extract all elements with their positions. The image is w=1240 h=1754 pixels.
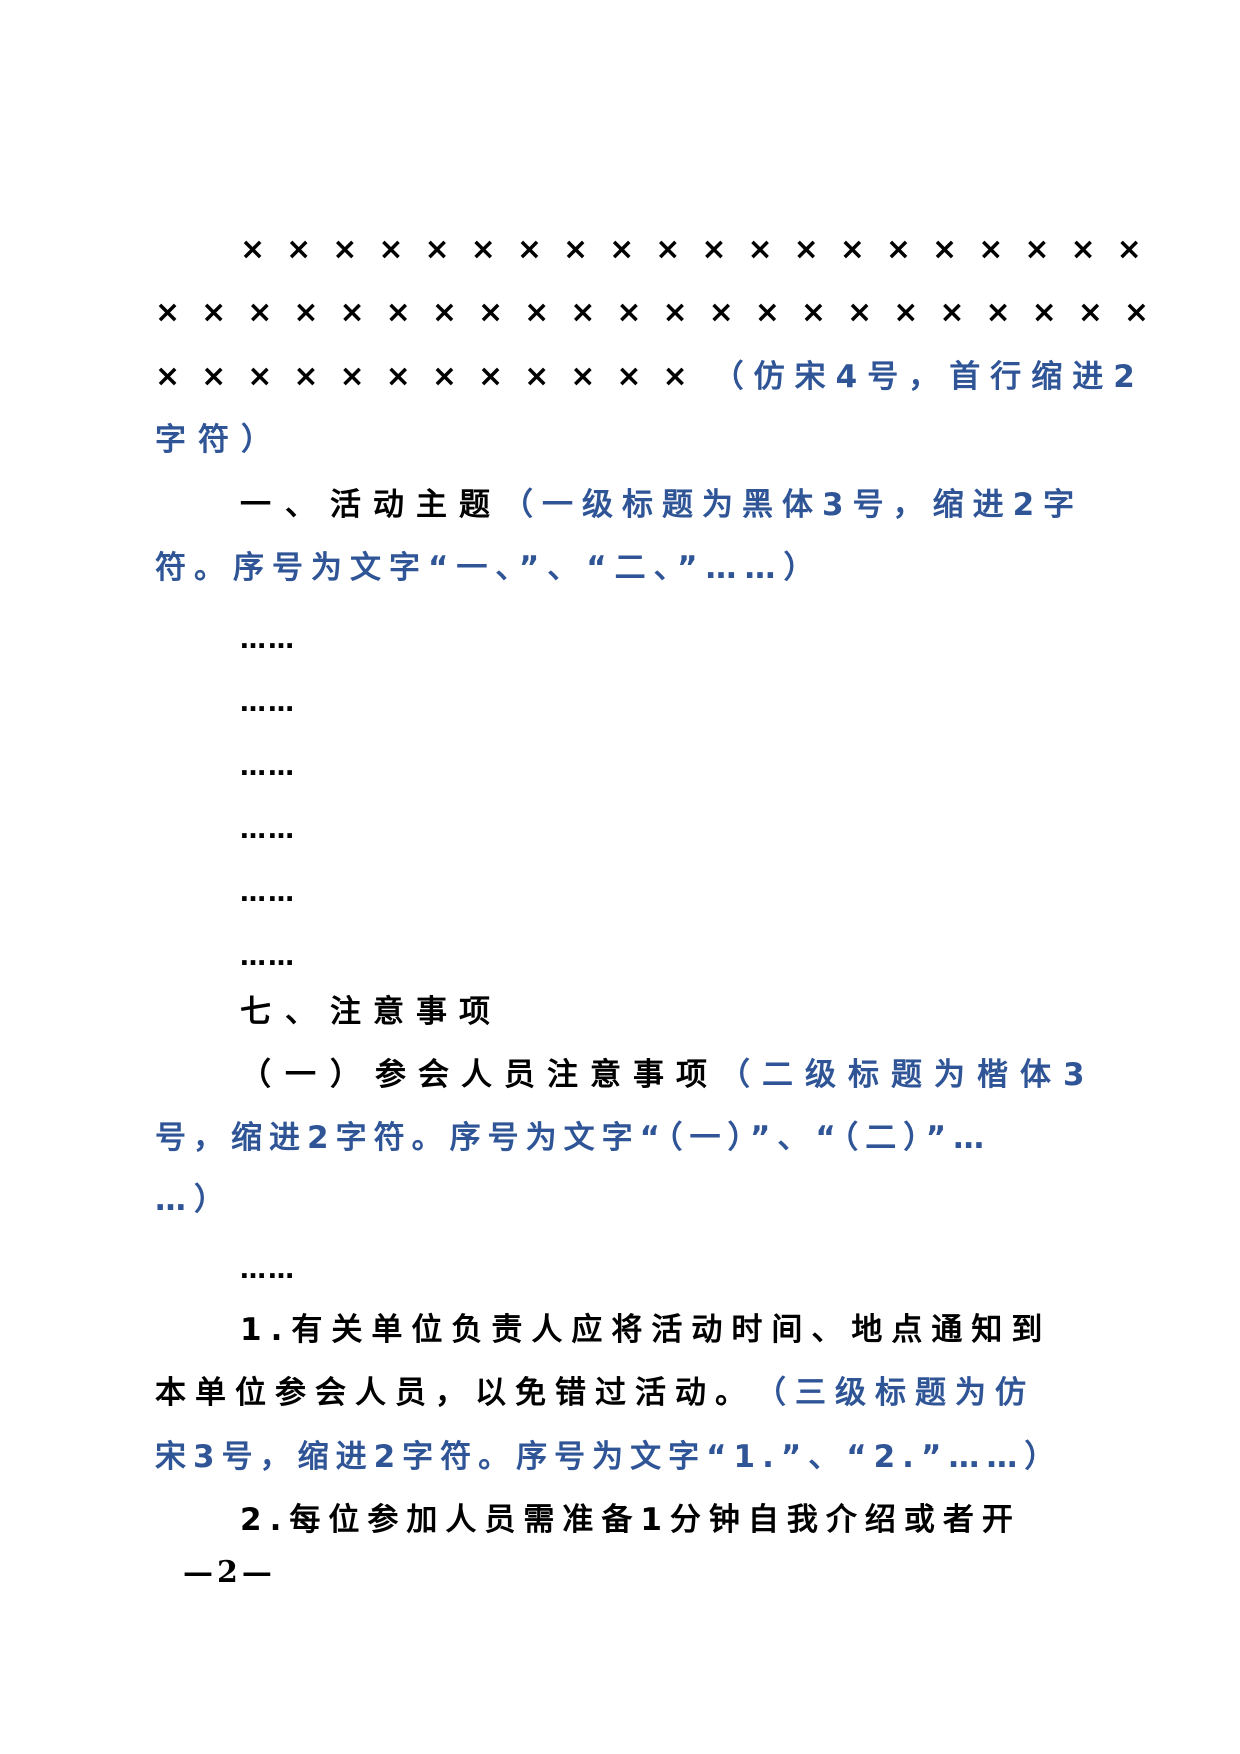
format-note: 号，缩进2字符。序号为文字“（一）”、“（二）”… [155, 1120, 992, 1156]
item-1-line-3: 宋3号，缩进2字符。序号为文字“1.”、“2.”……） [155, 1435, 1075, 1479]
placeholder-text: ×××××××××××××××××××× [240, 232, 1163, 267]
format-note: （三级标题为仿 [755, 1375, 1035, 1411]
heading-title: 注意事项 [330, 994, 502, 1030]
ellipsis-line: …… [240, 752, 296, 782]
ellipsis-line: …… [240, 1255, 296, 1285]
body-line-1: ×××××××××××××××××××× [240, 228, 1142, 272]
heading-number: 一、 [240, 487, 330, 523]
page-number: —2— [183, 1555, 276, 1590]
placeholder-text: ×××××××××××××××××××××× [155, 295, 1171, 330]
heading-number: （一） [240, 1057, 375, 1093]
item-2-line-1: 2.每位参加人员需准备1分钟自我介绍或者开 [240, 1498, 1075, 1542]
heading-level1-notes: 七、 注意事项 [240, 990, 1075, 1034]
body-line-4: 字符） [155, 418, 1075, 462]
heading-title: 参会人员注意事项 [375, 1057, 719, 1093]
body-line-2: ×××××××××××××××××××××× [155, 291, 1149, 335]
heading-level2: （一） 参会人员注意事项 （二级标题为楷体3 [240, 1053, 1085, 1097]
format-note: （仿宋4号，首行缩进2 [712, 359, 1145, 395]
item-text: 2.每位参加人员需准备1分钟自我介绍或者开 [240, 1502, 1021, 1538]
format-note: （一级标题为黑体3号，缩进2字 [502, 487, 1084, 523]
body-line-3: ×××××××××××× （仿宋4号，首行缩进2 [155, 355, 1135, 399]
heading-number: 七、 [240, 994, 330, 1030]
format-note: 宋3号，缩进2字符。序号为文字“1.”、“2.”……） [155, 1439, 1063, 1475]
item-text: 1.有关单位负责人应将活动时间、地点通知到 [240, 1312, 1052, 1348]
format-note: …） [155, 1182, 233, 1218]
item-1-line-2: 本单位参会人员，以免错过活动。 （三级标题为仿 [155, 1371, 1075, 1415]
item-text: 本单位参会人员，以免错过活动。 [155, 1375, 755, 1411]
heading-level1-note-line2: 符。序号为文字“一、”、“二、”……） [155, 546, 1075, 590]
heading-level2-note-line3: …） [155, 1178, 1075, 1222]
heading-level2-note-line2: 号，缩进2字符。序号为文字“（一）”、“（二）”… [155, 1116, 1075, 1160]
ellipsis-line: …… [240, 625, 296, 655]
heading-level1: 一、 活动主题 （一级标题为黑体3号，缩进2字 [240, 483, 1075, 527]
ellipsis-line: …… [240, 942, 296, 972]
placeholder-text: ×××××××××××× [155, 359, 709, 394]
format-note: （二级标题为楷体3 [719, 1057, 1097, 1093]
heading-title: 活动主题 [330, 487, 502, 523]
format-note: 字符） [155, 422, 284, 458]
ellipsis-line: …… [240, 688, 296, 718]
format-note: 符。序号为文字“一、”、“二、”……） [155, 550, 823, 586]
ellipsis-line: …… [240, 815, 296, 845]
item-1-line-1: 1.有关单位负责人应将活动时间、地点通知到 [240, 1308, 1075, 1352]
ellipsis-line: …… [240, 878, 296, 908]
